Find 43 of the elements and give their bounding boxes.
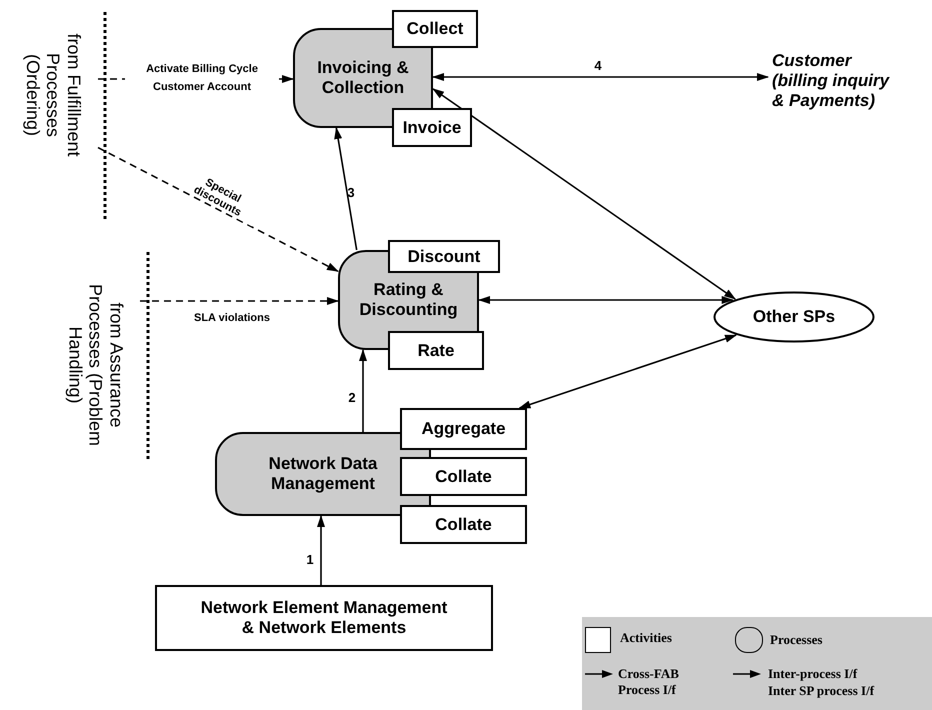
activity-box	[392, 108, 472, 147]
arrow	[432, 73, 769, 81]
legend-text: Cross-FAB Process I/f	[618, 666, 680, 698]
activity-box	[388, 240, 500, 273]
activity-box	[155, 585, 493, 651]
legend-text: Activities	[620, 630, 673, 646]
legend-text: Inter-process I/f	[768, 666, 858, 682]
node-label: Other SPs	[752, 307, 836, 327]
legend-text: Inter SP process I/f	[768, 683, 876, 700]
arrow	[334, 127, 358, 250]
edge-number: 3	[346, 184, 356, 202]
node-label: Discount	[406, 246, 482, 266]
edge-number: 2	[347, 388, 357, 407]
node-label: from Assurance Processes (Problem Handling)	[64, 282, 126, 448]
node-label: Network Data Management	[268, 454, 378, 494]
node-label: Collect	[406, 19, 464, 39]
dashed-arrow	[98, 146, 339, 272]
arrow	[432, 88, 736, 300]
activity-box	[400, 457, 527, 496]
edge-number: 4	[593, 56, 603, 75]
external-party-ellipse	[713, 291, 875, 343]
edge-label: SLA violations	[193, 311, 271, 326]
party-name: Customer (billing inquiry & Payments)	[771, 51, 891, 111]
edge-number: 1	[305, 550, 315, 569]
arrow	[359, 349, 367, 432]
node-label: Aggregate	[420, 419, 507, 439]
node-label: Network Element Management & Network Elements	[200, 598, 448, 638]
node-label: Rating & Discounting	[358, 280, 459, 320]
activity-box	[400, 505, 527, 544]
node-label: Collate	[434, 466, 493, 486]
dashed-arrow	[140, 297, 339, 305]
node-label: Rate	[416, 340, 456, 360]
legend-text: Processes	[770, 632, 824, 648]
activity-box	[400, 408, 527, 450]
node-label: Invoicing & Collection	[316, 58, 410, 98]
arrow	[317, 515, 325, 585]
activity-box	[392, 10, 478, 48]
arrow	[478, 296, 734, 304]
arrow	[518, 334, 737, 409]
activity-box	[388, 331, 484, 370]
node-label: Invoice	[402, 118, 462, 138]
node-label: from Fulfillment Processes (Ordering)	[22, 32, 84, 159]
node-label: Collate	[434, 514, 493, 534]
